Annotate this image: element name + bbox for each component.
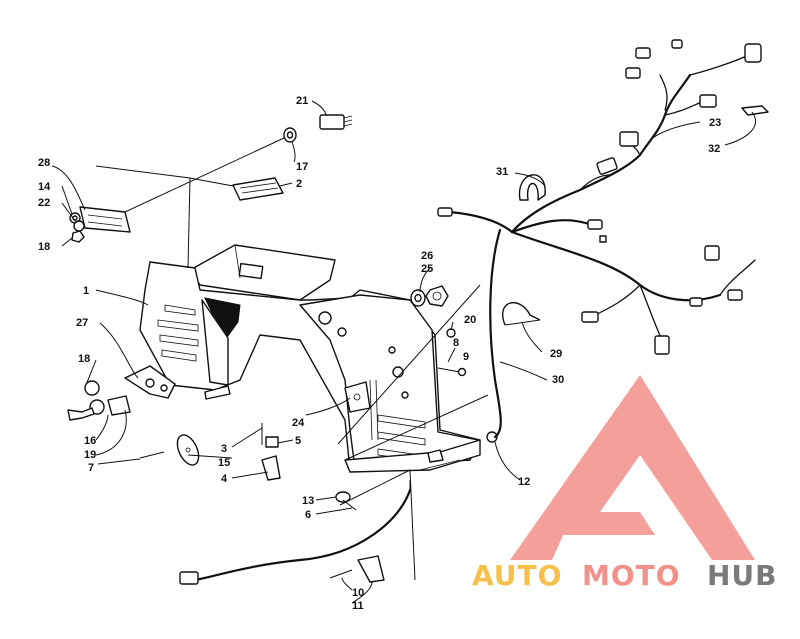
callout-13: 13 — [302, 495, 314, 507]
watermark-hub: HUB — [707, 559, 778, 592]
callout-21: 21 — [296, 95, 308, 107]
callout-numbers: 1 2 3 4 5 6 7 8 9 10 11 12 13 14 15 16 1… — [38, 95, 721, 612]
callout-15: 15 — [218, 457, 230, 469]
callout-20: 20 — [464, 314, 476, 326]
callout-7: 7 — [88, 462, 94, 474]
callout-27: 27 — [76, 317, 88, 329]
callout-16: 16 — [84, 435, 96, 447]
callout-12: 12 — [518, 476, 530, 488]
console-housing — [124, 244, 481, 473]
callout-10: 10 — [352, 587, 364, 599]
callout-22: 22 — [38, 197, 50, 209]
callout-14: 14 — [38, 181, 51, 193]
callout-8: 8 — [453, 337, 459, 349]
leader-lines — [51, 100, 757, 604]
callout-25: 25 — [421, 263, 433, 275]
watermark-text: AUTO MOTO HUB — [472, 559, 778, 592]
callout-32: 32 — [708, 143, 720, 155]
callout-1: 1 — [83, 285, 89, 297]
callout-23: 23 — [709, 117, 721, 129]
callout-3: 3 — [221, 443, 227, 455]
watermark-auto: AUTO — [472, 559, 562, 592]
callout-24: 24 — [292, 417, 305, 429]
callout-28: 28 — [38, 157, 50, 169]
watermark-logo — [510, 375, 755, 560]
callout-6: 6 — [305, 509, 311, 521]
callout-9: 9 — [463, 351, 469, 363]
callout-30: 30 — [552, 374, 564, 386]
callout-18b: 18 — [78, 353, 90, 365]
small-parts — [67, 105, 769, 583]
callout-18a: 18 — [38, 241, 50, 253]
callout-26: 26 — [421, 250, 433, 262]
callout-4: 4 — [221, 473, 228, 485]
callout-17: 17 — [296, 161, 308, 173]
callout-2: 2 — [296, 178, 302, 190]
callout-19: 19 — [84, 449, 96, 461]
callout-11: 11 — [352, 600, 364, 612]
wire-harness — [179, 39, 762, 585]
callout-31: 31 — [496, 166, 508, 178]
watermark-moto: MOTO — [582, 559, 681, 592]
callout-5: 5 — [295, 435, 301, 447]
callout-29: 29 — [550, 348, 562, 360]
